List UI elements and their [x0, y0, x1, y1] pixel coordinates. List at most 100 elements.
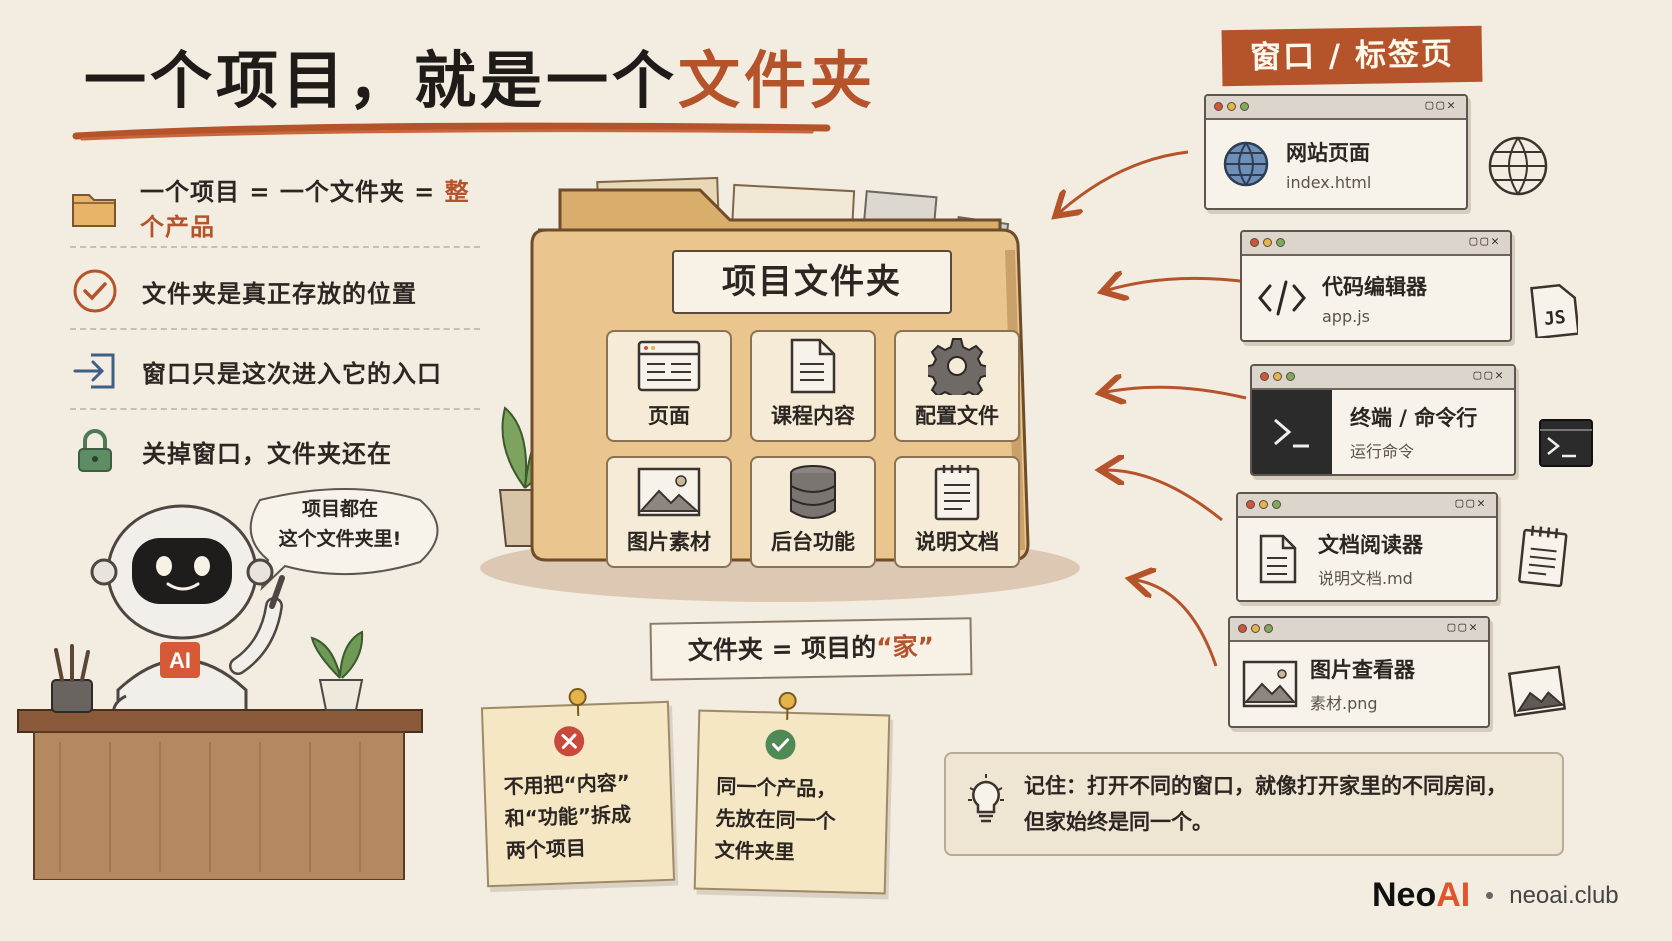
sticky-note-same-folder: 同一个产品， 先放在同一个 文件夹里 — [693, 691, 891, 895]
pushpin-icon — [778, 691, 797, 720]
title-main: 一个项目，就是一个 — [84, 44, 679, 117]
note-line: 不用把“内容” — [503, 770, 631, 799]
lock-icon — [70, 426, 120, 476]
photo-icon — [1507, 664, 1568, 722]
lightbulb-icon — [966, 774, 1006, 834]
arrows-group — [1040, 150, 1249, 667]
pushpin-icon — [568, 687, 587, 716]
window-name: 终端 / 命令行 — [1350, 406, 1478, 430]
window-titlebar[interactable]: ▢▢✕ — [1230, 618, 1488, 642]
feature-item-close-window: 关掉窗口，文件夹还在 — [70, 414, 480, 488]
window-controls[interactable]: ▢▢✕ — [1473, 368, 1506, 383]
window-titlebar[interactable]: ▢▢✕ — [1252, 366, 1514, 390]
window-controls[interactable]: ▢▢✕ — [1469, 234, 1502, 249]
window-code-editor[interactable]: ▢▢✕ 代码编辑器 app.js — [1240, 230, 1512, 342]
image-icon — [1230, 660, 1310, 708]
notepad-icon — [1518, 524, 1568, 592]
feature-text: 关掉窗口，文件夹还在 — [142, 439, 392, 468]
brand-logo-ai: AI — [1436, 876, 1471, 914]
window-name: 文档阅读器 — [1318, 533, 1423, 557]
tile-label: 页面 — [648, 404, 690, 428]
title-underline — [72, 122, 831, 141]
tile-label: 说明文档 — [915, 530, 999, 554]
window-controls[interactable]: ▢▢✕ — [1425, 98, 1458, 113]
reminder-box: 记住：打开不同的窗口，就像打开家里的不同房间， 但家始终是同一个。 — [944, 752, 1564, 856]
arrow — [1106, 387, 1247, 398]
code-icon — [1242, 278, 1322, 318]
speech-bubble: 项目都在 这个文件夹里! — [262, 494, 418, 554]
note-line: 和“功能”拆成 — [504, 802, 632, 831]
title-accent: 文件夹 — [678, 44, 877, 117]
arrow — [1060, 150, 1189, 212]
window-image-viewer[interactable]: ▢▢✕ 图片查看器素材.png — [1228, 616, 1490, 728]
check-circle-icon — [70, 266, 120, 316]
tile-label: 配置文件 — [915, 404, 999, 428]
gear-icon — [928, 332, 986, 400]
feature-text: 文件夹是真正存放的位置 — [142, 279, 417, 308]
terminal-icon — [1538, 418, 1594, 472]
window-file: 说明文档.md — [1318, 569, 1413, 588]
window-name: 网站页面 — [1286, 140, 1370, 165]
feature-item-storage: 文件夹是真正存放的位置 — [70, 254, 480, 328]
note-line: 两个项目 — [505, 835, 587, 863]
window-titlebar[interactable]: ▢▢✕ — [1238, 494, 1496, 518]
image-icon — [637, 458, 701, 526]
window-titlebar[interactable]: ▢▢✕ — [1206, 96, 1466, 120]
bubble-line: 这个文件夹里! — [278, 528, 402, 550]
window-file: app.js — [1322, 306, 1370, 326]
window-name: 图片查看器 — [1310, 658, 1415, 682]
window-file: 运行命令 — [1350, 442, 1415, 461]
enter-icon — [70, 346, 120, 396]
window-controls[interactable]: ▢▢✕ — [1447, 620, 1480, 635]
tile-label: 图片素材 — [627, 530, 711, 554]
feature-item-project-folder: 一个项目 = 一个文件夹 = 整个产品 — [70, 170, 480, 244]
arrow — [1136, 580, 1218, 667]
document-icon — [788, 332, 838, 400]
check-icon — [765, 729, 796, 760]
sticky-note-dont-split: 不用把“内容” 和“功能”拆成 两个项目 — [480, 687, 676, 888]
page-title: 一个项目，就是一个文件夹 — [84, 30, 876, 120]
window-controls[interactable]: ▢▢✕ — [1455, 496, 1488, 511]
tip-line: 但家始终是同一个。 — [1024, 810, 1213, 834]
js-file-icon: JS — [1530, 284, 1580, 342]
browser-icon — [637, 332, 701, 400]
feature-item-window-entry: 窗口只是这次进入它的入口 — [70, 334, 480, 408]
robot-illustration: AI — [17, 488, 439, 880]
globe-icon — [1486, 134, 1550, 202]
caption-highlight: “家” — [875, 631, 935, 662]
window-name: 代码编辑器 — [1322, 274, 1427, 299]
feature-text: 一个项目 = 一个文件夹 = — [140, 178, 445, 206]
brand-logo-neo: Neo — [1372, 876, 1437, 914]
folder-icon — [70, 182, 118, 232]
tip-line: 记住：打开不同的窗口，就像打开家里的不同房间， — [1024, 774, 1507, 798]
note-line: 文件夹里 — [714, 837, 796, 865]
window-doc-reader[interactable]: ▢▢✕ 文档阅读器说明文档.md — [1236, 492, 1498, 602]
windows-tabs-badge: 窗口 / 标签页 — [1221, 25, 1483, 87]
note-line: 同一个产品， — [716, 774, 837, 802]
divider — [70, 328, 480, 330]
window-terminal[interactable]: ▢▢✕ 终端 / 命令行运行命令 — [1250, 364, 1516, 476]
window-titlebar[interactable]: ▢▢✕ — [1242, 232, 1510, 256]
separator-dot — [1486, 892, 1494, 899]
folder-tile-readme[interactable]: 说明文档 — [894, 456, 1020, 568]
database-icon — [787, 458, 839, 526]
folder-label: 项目文件夹 — [672, 250, 952, 314]
folder-tile-page[interactable]: 页面 — [606, 330, 732, 442]
robot-chest-label: AI — [169, 648, 191, 673]
folder-tile-config[interactable]: 配置文件 — [894, 330, 1020, 442]
note-line: 先放在同一个 — [715, 806, 836, 834]
tile-label: 课程内容 — [771, 404, 855, 428]
arrow — [1108, 278, 1249, 290]
folder-tile-backend[interactable]: 后台功能 — [750, 456, 876, 568]
caption-text: 文件夹 = 项目的 — [687, 632, 877, 666]
folder-tile-image-assets[interactable]: 图片素材 — [606, 456, 732, 568]
feature-text: 窗口只是这次进入它的入口 — [142, 359, 442, 388]
folder-tile-course-content[interactable]: 课程内容 — [750, 330, 876, 442]
notepad-icon — [932, 458, 982, 526]
feature-highlight: 整个产品 — [140, 178, 470, 241]
brand-url[interactable]: neoai.club — [1509, 881, 1619, 909]
tile-label: 后台功能 — [771, 530, 855, 554]
divider — [70, 246, 480, 248]
